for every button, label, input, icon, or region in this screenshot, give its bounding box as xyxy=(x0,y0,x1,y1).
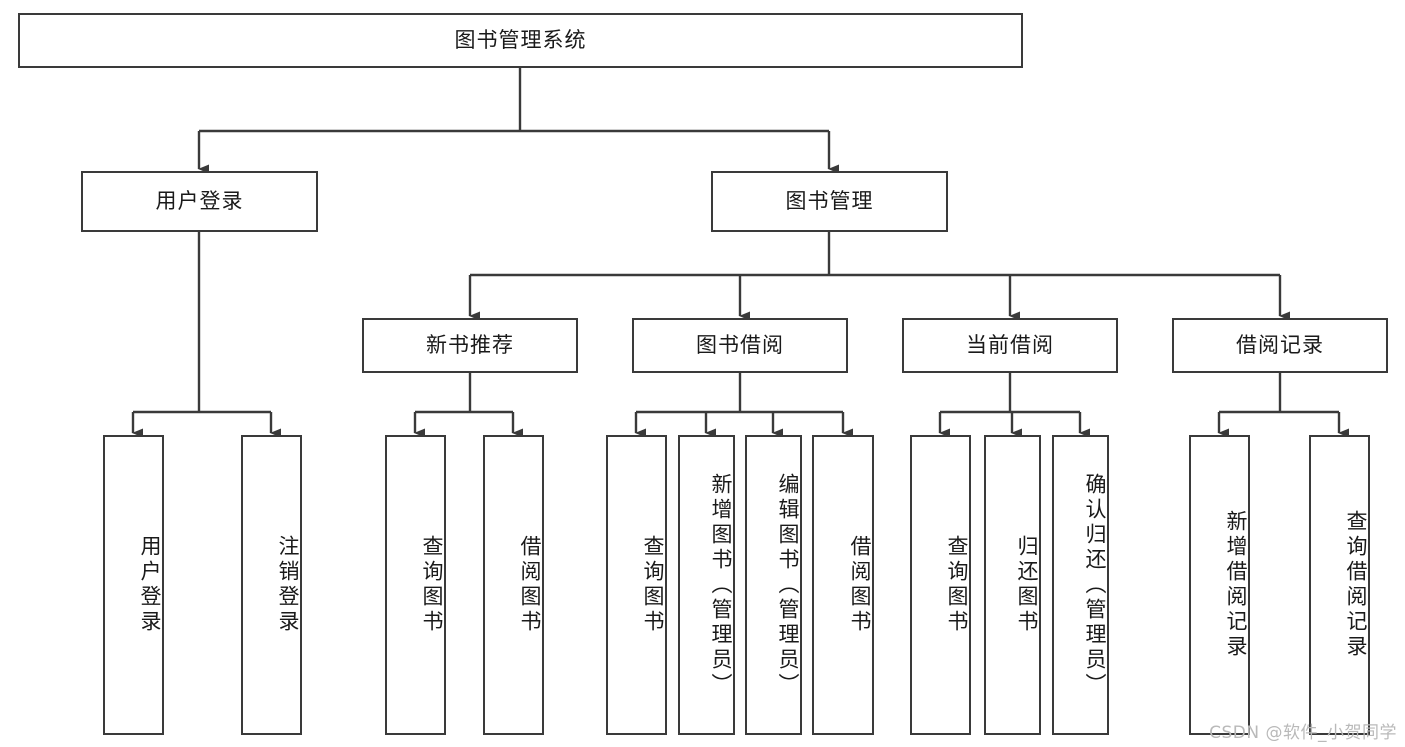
leaf-node-10[interactable]: 归还图书 xyxy=(984,435,1041,735)
leaf-node-1[interactable]: 用户登录 xyxy=(103,435,164,735)
root-node-book-management-system[interactable]: 图书管理系统 xyxy=(18,13,1023,68)
leaf-node-12-label: 新增借阅记录 xyxy=(1224,510,1248,660)
leaf-node-12[interactable]: 新增借阅记录 xyxy=(1189,435,1250,735)
leaf-node-7-label: 编辑图书（管理员） xyxy=(776,472,800,698)
leaf-node-6-label: 新增图书（管理员） xyxy=(709,472,733,698)
leaf-node-7[interactable]: 编辑图书（管理员） xyxy=(745,435,802,735)
level2-node-2-label: 图书管理 xyxy=(785,188,874,213)
leaf-node-11[interactable]: 确认归还（管理员） xyxy=(1052,435,1109,735)
leaf-node-5-label: 查询图书 xyxy=(641,535,665,635)
level3-node-4-label: 借阅记录 xyxy=(1236,332,1324,357)
leaf-node-8-label: 借阅图书 xyxy=(848,535,872,635)
level3-node-1[interactable]: 新书推荐 xyxy=(362,318,578,373)
level3-node-2-label: 图书借阅 xyxy=(696,332,784,357)
csdn-watermark: CSDN @软件_小贺同学 xyxy=(1209,723,1397,743)
level3-node-2[interactable]: 图书借阅 xyxy=(632,318,848,373)
leaf-node-6[interactable]: 新增图书（管理员） xyxy=(678,435,735,735)
level3-node-3[interactable]: 当前借阅 xyxy=(902,318,1118,373)
level3-node-3-label: 当前借阅 xyxy=(966,332,1054,357)
leaf-node-8[interactable]: 借阅图书 xyxy=(812,435,874,735)
leaf-node-13-label: 查询借阅记录 xyxy=(1344,510,1368,660)
level2-node-1-label: 用户登录 xyxy=(155,188,244,213)
leaf-node-10-label: 归还图书 xyxy=(1015,535,1039,635)
leaf-node-9[interactable]: 查询图书 xyxy=(910,435,971,735)
root-node-book-management-system-label: 图书管理系统 xyxy=(454,27,587,52)
leaf-node-9-label: 查询图书 xyxy=(945,535,969,635)
leaf-node-3-label: 查询图书 xyxy=(420,535,444,635)
level2-node-2[interactable]: 图书管理 xyxy=(711,171,948,232)
level2-node-1[interactable]: 用户登录 xyxy=(81,171,318,232)
leaf-node-2[interactable]: 注销登录 xyxy=(241,435,302,735)
leaf-node-3[interactable]: 查询图书 xyxy=(385,435,446,735)
leaf-node-2-label: 注销登录 xyxy=(276,535,300,635)
leaf-node-11-label: 确认归还（管理员） xyxy=(1083,472,1107,698)
leaf-node-13[interactable]: 查询借阅记录 xyxy=(1309,435,1370,735)
level3-node-4[interactable]: 借阅记录 xyxy=(1172,318,1388,373)
leaf-node-4[interactable]: 借阅图书 xyxy=(483,435,544,735)
level3-node-1-label: 新书推荐 xyxy=(426,332,514,357)
leaf-node-4-label: 借阅图书 xyxy=(518,535,542,635)
leaf-node-5[interactable]: 查询图书 xyxy=(606,435,667,735)
leaf-node-1-label: 用户登录 xyxy=(138,535,162,635)
